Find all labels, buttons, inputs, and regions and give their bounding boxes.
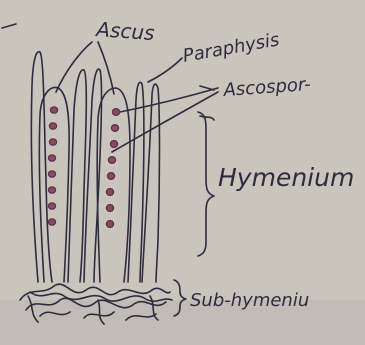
ascospore — [110, 141, 117, 148]
ascospore — [50, 107, 57, 113]
ascospore — [111, 125, 118, 132]
ascospore — [48, 219, 55, 225]
ascospore — [49, 139, 56, 145]
ascospore — [107, 173, 114, 180]
paper-shadow — [0, 300, 365, 345]
ascospore — [106, 221, 113, 228]
ascospore — [48, 187, 55, 193]
ascospore — [48, 155, 55, 161]
ascospore — [108, 157, 115, 164]
ascospore — [48, 171, 55, 177]
label-hymenium: Hymenium — [218, 163, 354, 192]
label-sub-hymenium: Sub-hymeniu — [190, 290, 309, 311]
ascospore — [49, 123, 56, 129]
ascospore — [112, 109, 119, 116]
ascospore — [48, 203, 55, 209]
label-ascus: Ascus — [94, 17, 156, 45]
ascospore — [106, 189, 113, 196]
ascospore — [106, 205, 113, 212]
